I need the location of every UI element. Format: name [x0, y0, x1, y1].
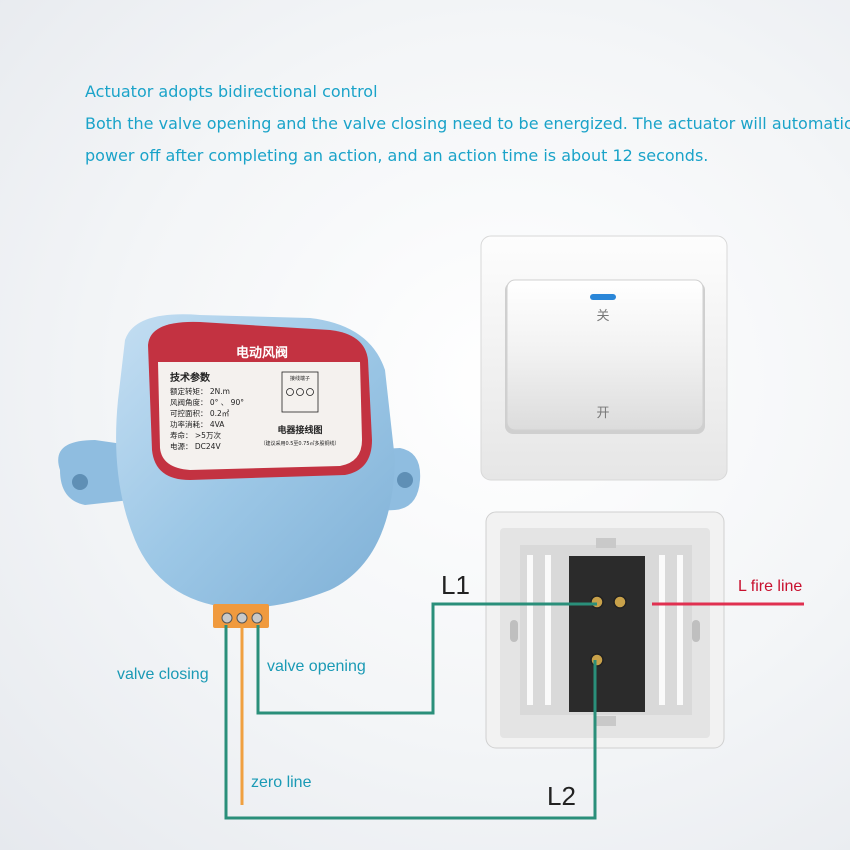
l2-label: L2 — [547, 781, 576, 811]
intro-line-1: Actuator adopts bidirectional control — [85, 82, 378, 101]
actuator: 电动风阀 技术参数 额定转矩： 2N.m 风阀角度： 0° 、 90° 可控面积… — [58, 314, 421, 628]
l2-wire — [224, 625, 597, 820]
terminal-2 — [296, 388, 304, 396]
wiring-diagram-heading: 电器接线图 — [277, 424, 322, 436]
right-mount-hole — [397, 472, 413, 488]
intro-line-2: Both the valve opening and the valve clo… — [85, 114, 850, 133]
zero-line-label: zero line — [251, 774, 312, 791]
spec-row: 寿命： >5万次 — [170, 430, 221, 440]
actuator-label — [158, 362, 362, 470]
wall-switch-front: 关 开 — [480, 235, 728, 481]
mount-slot-right — [692, 620, 700, 642]
l1-wire — [256, 602, 597, 715]
off-label: 关 — [596, 309, 609, 324]
mount-slot-left — [510, 620, 518, 642]
switch-mechanism — [569, 556, 645, 712]
terminal-screw-fire — [613, 595, 627, 609]
wires — [224, 602, 804, 820]
tech-params-heading: 技术参数 — [170, 371, 211, 384]
switch-rocker — [506, 279, 704, 431]
terminal-3 — [306, 388, 314, 396]
terminal-diagram — [281, 371, 319, 413]
terminal-screw — [221, 612, 233, 624]
wall-switch-back — [485, 511, 725, 749]
left-mount-hole — [72, 474, 88, 490]
clip-bottom — [596, 716, 616, 726]
indicator-light — [590, 294, 616, 300]
wire-note: （建议采用0.5至0.75㎡多股铜线） — [260, 440, 339, 447]
spec-row: 风阀角度： 0° 、 90° — [170, 397, 244, 407]
terminal-1 — [286, 388, 294, 396]
spec-row: 功率消耗： 4VA — [170, 419, 225, 429]
l-fire-line-label: L fire line — [738, 578, 803, 595]
terminal-caption: 接线端子 — [290, 375, 310, 382]
terminal-screw — [236, 612, 248, 624]
l1-label: L1 — [441, 570, 470, 600]
spec-row: 额定转矩： 2N.m — [170, 386, 230, 396]
intro-text: Actuator adopts bidirectional control Bo… — [85, 76, 850, 172]
spec-row: 可控面积： 0.2㎡ — [170, 408, 230, 418]
terminal-screw-l2 — [590, 653, 604, 667]
intro-line-3: power off after completing an action, an… — [85, 146, 709, 165]
terminal-screw — [251, 612, 263, 624]
valve-opening-label: valve opening — [267, 658, 366, 675]
clip-top — [596, 538, 616, 548]
actuator-title: 电动风阀 — [236, 345, 288, 361]
spec-row: 电源： DC24V — [170, 441, 221, 451]
valve-closing-label: valve closing — [117, 666, 209, 683]
terminal-screw-l1 — [590, 595, 604, 609]
on-label: 开 — [596, 406, 609, 421]
